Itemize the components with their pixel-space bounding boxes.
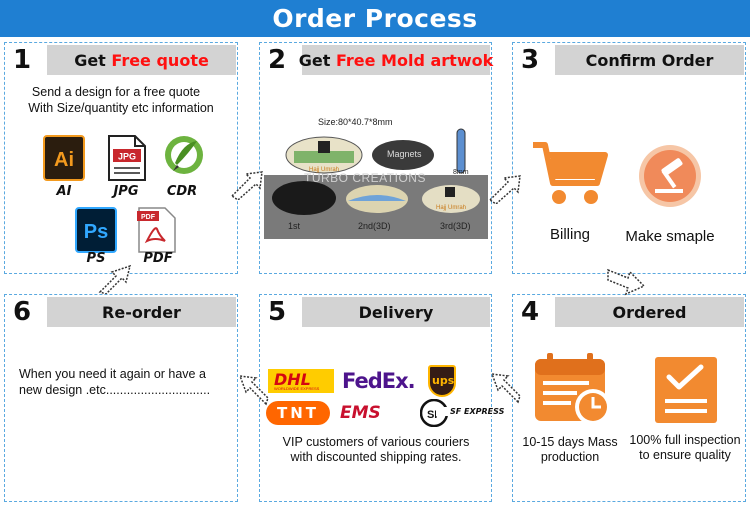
step-2-header-highlight: Free Mold artwok	[335, 50, 494, 70]
ps-file-label: PS	[86, 251, 106, 266]
step-1-desc-line2: With Size/quantity etc information	[28, 101, 214, 115]
ai-file-label: AI	[56, 184, 72, 199]
arrow-5-to-6-icon	[238, 375, 269, 406]
dhl-logo-subtext: WORLDWIDE EXPRESS	[274, 386, 320, 391]
production-line2: production	[540, 450, 600, 464]
svg-text:Hajj Umrah: Hajj Umrah	[436, 205, 466, 211]
arrow-1-to-2-icon	[230, 171, 263, 200]
production-line1: 10-15 days Mass	[522, 435, 618, 449]
ups-logo: ups	[428, 365, 456, 397]
arrow-2-to-3-icon	[488, 175, 521, 204]
tnt-logo: TNT	[266, 401, 330, 425]
svg-text:Ai: Ai	[54, 149, 74, 171]
pdf-file-label: PDF	[143, 251, 173, 266]
cdr-file-label: CDR	[166, 184, 198, 199]
mold-option-3-label: 3rd(3D)	[440, 221, 471, 231]
step-2-header: Get Free Mold artwok	[298, 45, 494, 75]
step-4-panel: 4 Ordered 10-15 days Mass production 100…	[512, 294, 746, 502]
svg-text:PDF: PDF	[141, 214, 156, 221]
step-5-desc-line2: with discounted shipping rates.	[290, 450, 462, 464]
step-6-header: Re-order	[47, 297, 236, 327]
step-5-panel: 5 Delivery DHL WORLDWIDE EXPRESS FedEx. …	[259, 294, 505, 502]
step-5-header: Delivery	[302, 297, 490, 327]
step-1-header-prefix: Get	[74, 50, 106, 70]
step-6-desc-line1: When you need it again or have a	[19, 367, 206, 381]
step-2-number: 2	[268, 45, 287, 75]
step-4-number: 4	[521, 297, 540, 327]
step-5-desc-line1: VIP customers of various couriers	[282, 435, 470, 449]
jpg-file-icon: JPG	[108, 135, 146, 181]
banner-title: Order Process	[272, 4, 478, 33]
step-1-panel: 1 Get Free quote Send a design for a fre…	[4, 42, 238, 274]
step-2-panel: 2 Get Free Mold artwok Size:80*40.7*8mm …	[259, 42, 494, 274]
magnet-label: Magnets	[387, 149, 422, 159]
arrow-6-to-1-icon	[98, 264, 132, 294]
mold-option-1-shape	[272, 181, 336, 215]
checklist-icon	[655, 357, 717, 423]
ems-logo: EMS	[340, 403, 381, 423]
sf-express-text: SF EXPRESS	[436, 407, 505, 416]
depth-label: 8mm	[453, 169, 469, 176]
cdr-file-icon	[165, 136, 203, 174]
mold-magnet-preview	[372, 140, 434, 170]
step-1-header-highlight: Free quote	[111, 50, 209, 70]
step-2-header-prefix: Get	[298, 50, 331, 70]
tnt-logo-text: TNT	[276, 404, 320, 422]
step-1-number: 1	[13, 45, 32, 75]
mold-color-preview: Hajj Umrah	[285, 136, 363, 174]
mold-side-preview	[456, 128, 466, 174]
step-4-header: Ordered	[555, 297, 744, 327]
step-1-header: Get Free quote	[47, 45, 236, 75]
ups-logo-text: ups	[432, 374, 455, 387]
title-banner: Order Process	[0, 0, 750, 37]
step-3-panel: 3 Confirm Order Billing Make smaple	[512, 42, 746, 274]
svg-text:JPG: JPG	[118, 152, 136, 162]
dhl-logo: DHL WORLDWIDE EXPRESS	[268, 369, 334, 393]
inspection-line1: 100% full inspection	[629, 433, 741, 447]
mold-option-2-label: 2nd(3D)	[358, 221, 391, 231]
fedex-logo: FedEx.	[342, 369, 416, 393]
make-sample-label: Make smaple	[625, 228, 715, 245]
jpg-file-label: JPG	[113, 184, 139, 199]
arrow-4-to-5-icon	[490, 373, 521, 404]
ai-file-icon: Ai	[43, 135, 85, 181]
ps-file-icon: Ps	[75, 207, 117, 253]
svg-text:Hajj Umrah: Hajj Umrah	[309, 167, 339, 173]
step-5-number: 5	[268, 297, 287, 327]
pdf-file-icon: PDF	[137, 207, 176, 253]
sf-express-logo: SF SF EXPRESS	[420, 399, 505, 427]
step-6-number: 6	[13, 297, 32, 327]
gavel-icon	[639, 145, 701, 207]
billing-label: Billing	[549, 226, 591, 243]
mold-option-2-shape	[346, 185, 408, 213]
svg-text:Ps: Ps	[84, 221, 108, 243]
mold-option-3-shape: Hajj Umrah	[422, 185, 480, 213]
mold-size-label: Size:80*40.7*8mm	[318, 117, 393, 127]
step-3-header: Confirm Order	[555, 45, 744, 75]
arrow-3-to-4-icon	[607, 268, 646, 296]
step-3-number: 3	[521, 45, 540, 75]
watermark-text: TURBO CREATIONS	[304, 171, 426, 185]
step-6-desc-line2: new design .etc.........................…	[19, 383, 211, 397]
step-1-desc-line1: Send a design for a free quote	[31, 85, 201, 99]
inspection-line2: to ensure quality	[639, 448, 731, 462]
calendar-clock-icon	[535, 353, 611, 425]
mold-option-1-label: 1st	[288, 221, 301, 231]
dhl-logo-text: DHL	[274, 370, 311, 389]
step-6-panel: 6 Re-order When you need it again or hav…	[4, 294, 238, 502]
shopping-cart-icon	[533, 142, 608, 204]
